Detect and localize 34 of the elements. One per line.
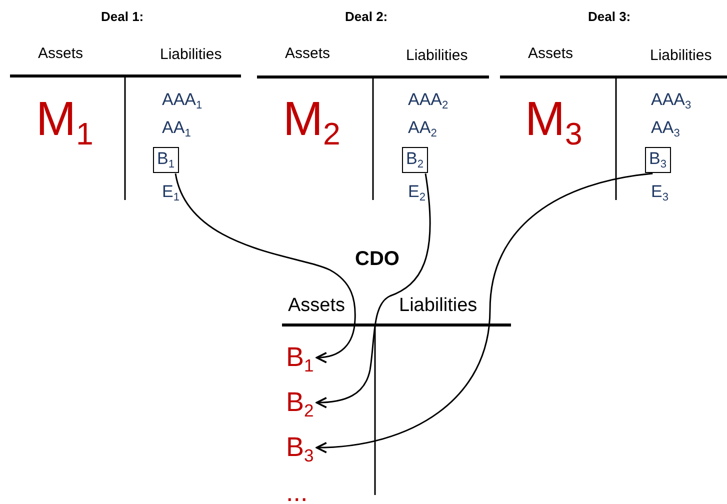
tranche-label: AAA$_{3}$ bbox=[651, 91, 692, 112]
asset-symbol: M$_{3}$ bbox=[525, 94, 582, 152]
curved-arrow bbox=[316, 172, 653, 453]
column-header: Liabilities bbox=[160, 47, 222, 64]
asset-term: B$_{1}$ bbox=[286, 343, 314, 376]
column-header: Liabilities bbox=[399, 296, 478, 317]
asset-term: B$_{2}$ bbox=[286, 388, 314, 421]
tranche-label: AAA$_{2}$ bbox=[408, 91, 448, 112]
tranche-label: AA$_{2}$ bbox=[408, 119, 437, 140]
section-title: CDO bbox=[355, 248, 400, 270]
curved-arrow bbox=[174, 173, 356, 363]
column-header: Assets bbox=[38, 46, 84, 62]
tranche-label: AA$_{3}$ bbox=[651, 119, 680, 140]
curved-arrow bbox=[316, 173, 431, 408]
bordered-term: B$_{1}$ bbox=[153, 147, 178, 174]
column-header: Assets bbox=[288, 296, 346, 317]
tranche-label: AAA$_{1}$ bbox=[162, 91, 202, 112]
tranche-label: E$_{1}$ bbox=[162, 183, 180, 204]
asset-symbol: M$_{1}$ bbox=[36, 94, 94, 152]
deal-heading: Deal 2: bbox=[345, 10, 388, 24]
asset-term: B$_{3}$ bbox=[286, 433, 314, 466]
tranche-label: AA$_{1}$ bbox=[162, 119, 191, 140]
tranche-label: E$_{2}$ bbox=[408, 183, 426, 204]
deal-heading: Deal 1: bbox=[101, 10, 144, 24]
bordered-term: B$_{3}$ bbox=[645, 147, 670, 174]
asset-symbol: M$_{2}$ bbox=[283, 94, 340, 152]
deal-heading: Deal 3: bbox=[588, 10, 631, 24]
column-header: Assets bbox=[528, 46, 574, 62]
column-header: Liabilities bbox=[650, 48, 712, 64]
tranche-label: E$_{3}$ bbox=[651, 183, 668, 204]
column-header: Assets bbox=[285, 46, 330, 62]
ellipsis: ... bbox=[286, 478, 308, 504]
bordered-term: B$_{2}$ bbox=[402, 147, 428, 174]
column-header: Liabilities bbox=[406, 48, 468, 64]
